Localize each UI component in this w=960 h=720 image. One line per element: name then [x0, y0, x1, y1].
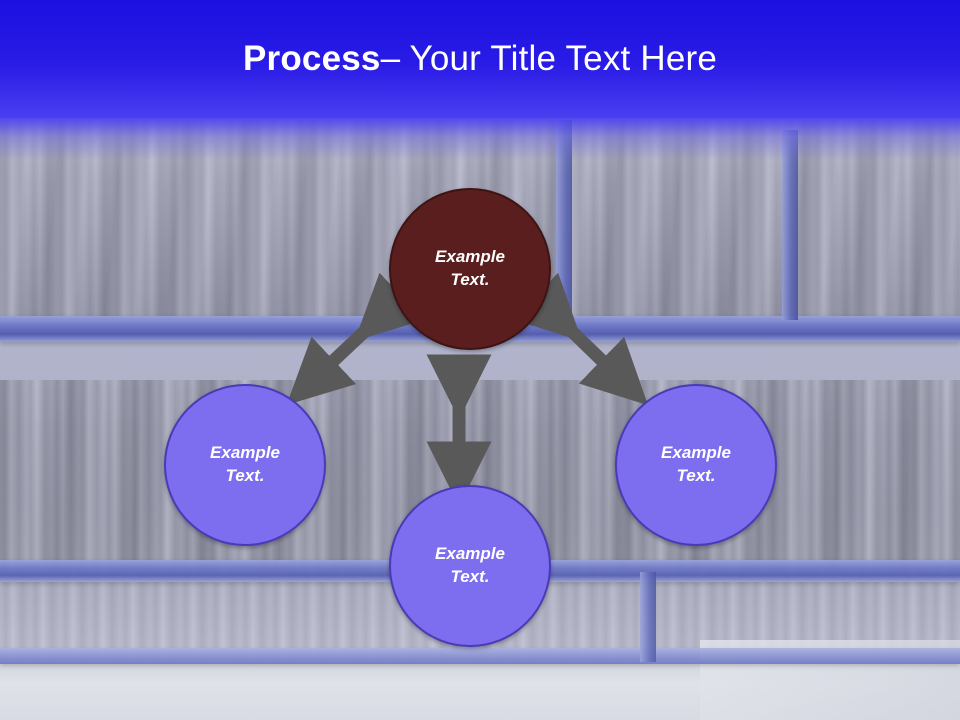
title-banner	[0, 0, 960, 118]
shelf-post-2	[782, 130, 798, 320]
node-left[interactable]: Example Text.	[164, 384, 326, 546]
page-title-rest: – Your Title Text Here	[380, 39, 718, 78]
node-right-line2: Text.	[676, 466, 716, 485]
node-left-line2: Text.	[225, 466, 265, 485]
page-title-strong: Process	[242, 39, 381, 78]
node-top-line1: Example	[435, 247, 505, 267]
node-bottom-line2: Text.	[450, 567, 490, 586]
shelf-beam-base	[0, 648, 960, 664]
shelf-post-3	[640, 572, 656, 662]
node-right-line1: Example	[661, 443, 731, 463]
node-bottom[interactable]: Example Text.	[389, 485, 551, 647]
node-right[interactable]: Example Text.	[615, 384, 777, 546]
node-top-line2: Text.	[450, 270, 490, 289]
node-bottom-line1: Example	[435, 544, 505, 564]
node-left-line1: Example	[210, 443, 280, 463]
node-top[interactable]: Example Text.	[389, 188, 551, 350]
shelf-post-1	[556, 120, 572, 320]
page-title: Process – Your Title Text Here	[0, 0, 960, 118]
